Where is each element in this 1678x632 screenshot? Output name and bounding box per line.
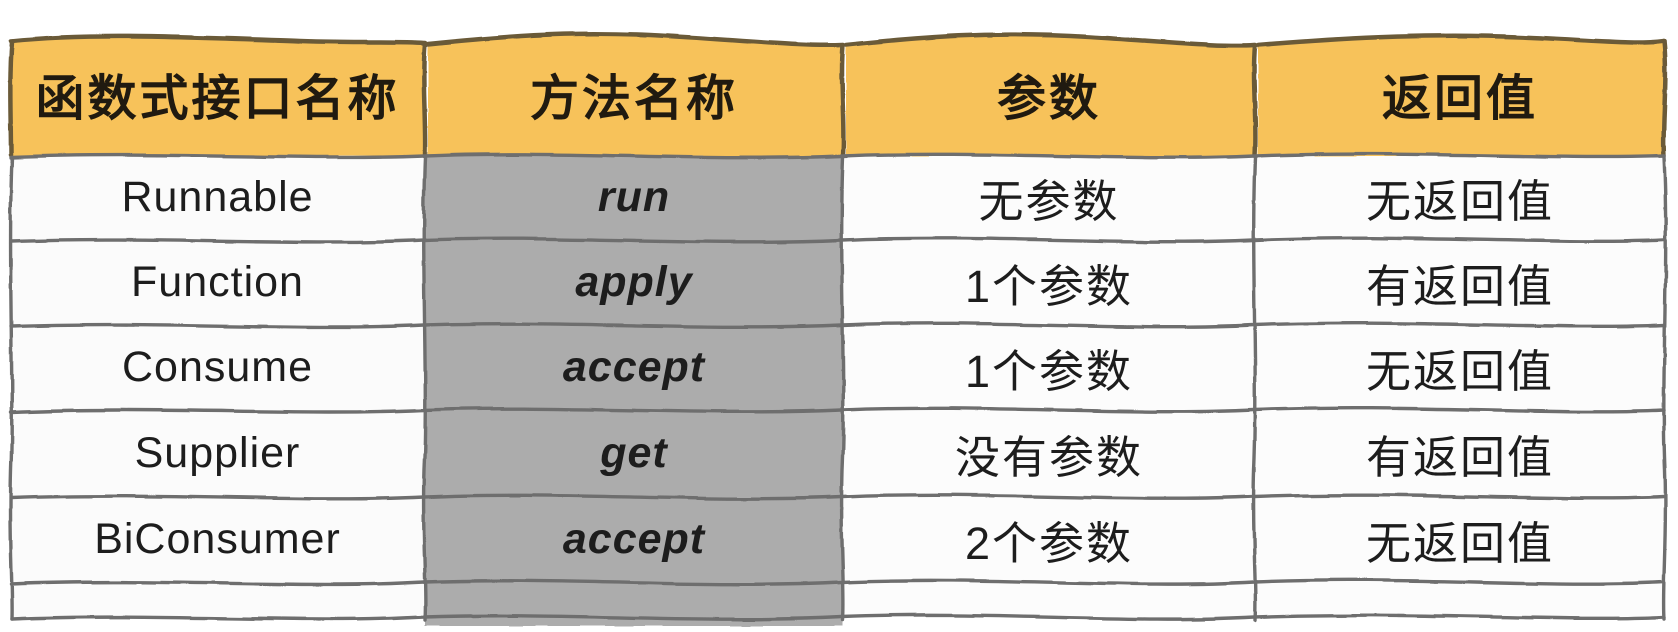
column-header-returns: 返回值: [1381, 72, 1538, 126]
table-row: Consume: [121, 343, 314, 391]
table-row: accept: [562, 343, 706, 391]
table-row: 1个参数: [964, 261, 1134, 312]
table-row: apply: [575, 258, 693, 306]
table-row: 有返回值: [1365, 261, 1554, 312]
table-row: 有返回值: [1365, 432, 1554, 483]
table-row: run: [597, 173, 671, 221]
table-row: Runnable: [121, 173, 314, 221]
table-row: 无返回值: [1365, 346, 1554, 397]
table-row: Supplier: [134, 429, 301, 477]
column-header-method: 方法名称: [529, 72, 738, 126]
table-row: 无返回值: [1365, 176, 1554, 227]
table-row: 无返回值: [1365, 518, 1554, 569]
table-row: BiConsumer: [94, 515, 341, 563]
column-header-interface: 函数式接口名称: [35, 72, 400, 126]
table-row: Function: [131, 258, 304, 306]
table-row: 无参数: [978, 176, 1120, 227]
table-row: 2个参数: [964, 518, 1134, 569]
table-row: accept: [562, 515, 706, 563]
table-row: 没有参数: [954, 432, 1143, 483]
table-row: 1个参数: [964, 346, 1134, 397]
column-header-params: 参数: [996, 72, 1101, 126]
table-row: get: [600, 429, 668, 477]
